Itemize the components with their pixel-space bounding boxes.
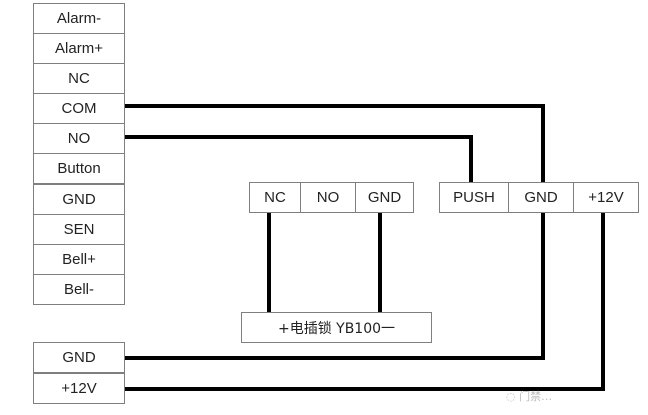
terminal-alarm-plus: Alarm+ <box>33 33 125 64</box>
terminal-gnd: GND <box>33 184 125 215</box>
watermark-text: ◌ 门禁… <box>506 390 553 403</box>
terminal-alarm-minus: Alarm- <box>33 3 125 34</box>
terminal-sen: SEN <box>33 214 125 245</box>
button-terminal-12v: +12V <box>573 182 639 213</box>
terminal-bell-minus: Bell- <box>33 274 125 305</box>
terminal-com: COM <box>33 93 125 124</box>
button-terminal-gnd: GND <box>508 182 574 213</box>
terminal-bell-plus: Bell+ <box>33 244 125 275</box>
lock-terminal-gnd: GND <box>355 182 414 213</box>
terminal-nc: NC <box>33 63 125 94</box>
wire-no-to-push <box>124 135 473 200</box>
power-terminal-gnd: GND <box>33 342 125 373</box>
wire-gnd-to-power-gnd <box>124 210 545 360</box>
power-terminal-12v: +12V <box>33 373 125 404</box>
electric-lock-label: +电插锁 YB100一 <box>241 312 432 343</box>
wire-12v-to-power-12v <box>124 213 605 391</box>
terminal-no: NO <box>33 123 125 154</box>
terminal-button: Button <box>33 153 125 184</box>
lock-terminal-no: NO <box>300 182 356 213</box>
button-terminal-push: PUSH <box>439 182 509 213</box>
wire-com-to-gnd <box>124 104 545 200</box>
lock-terminal-nc: NC <box>249 182 301 213</box>
